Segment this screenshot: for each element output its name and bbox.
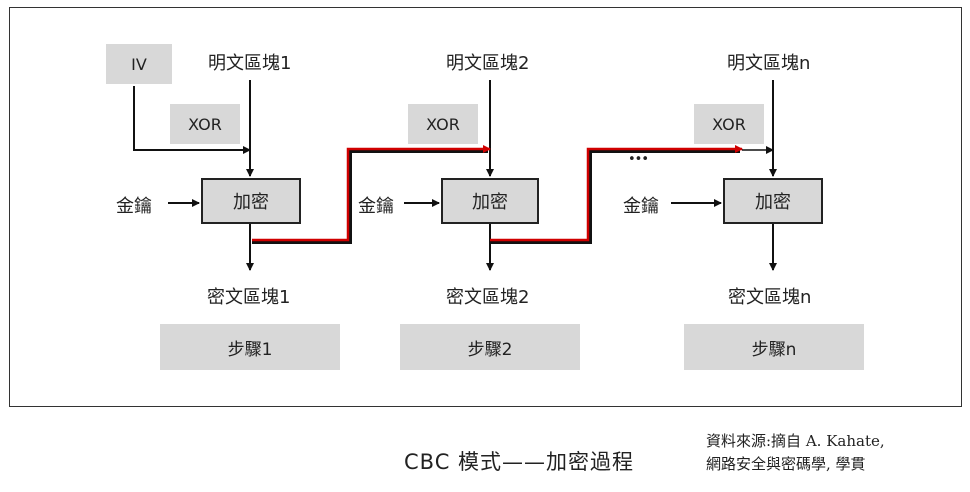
source-line-1: 資料來源:摘自 A. Kahate, — [706, 432, 885, 450]
encrypt-box-1: 加密 — [201, 178, 301, 224]
ciphertext-n-label: 密文區塊n — [728, 287, 812, 308]
encrypt-box-n: 加密 — [723, 178, 823, 224]
chain2-wire — [490, 145, 743, 242]
encrypt-2-label: 加密 — [472, 192, 508, 213]
chain1-shadow — [252, 149, 488, 244]
ciphertext-2-label: 密文區塊2 — [446, 287, 530, 308]
iv-label: IV — [131, 54, 147, 74]
iv-box: IV — [106, 44, 172, 84]
chain1-wire — [252, 145, 491, 242]
key-2-label: 金鑰 — [358, 196, 394, 217]
key-1-label: 金鑰 — [116, 196, 152, 217]
step-n-label: 步驟n — [751, 339, 797, 360]
step-1-label: 步驟1 — [227, 339, 273, 360]
encrypt-1-label: 加密 — [233, 192, 269, 213]
xor-box-n: XOR — [694, 104, 764, 144]
source-line-2: 網路安全與密碼學, 學貫 — [706, 455, 866, 473]
step-2-box: 步驟2 — [400, 324, 580, 370]
step-n-box: 步驟n — [684, 324, 864, 370]
xor-1-label: XOR — [188, 114, 222, 134]
encrypt-n-label: 加密 — [755, 192, 791, 213]
iv-wire — [133, 86, 251, 154]
key-n-label: 金鑰 — [623, 196, 659, 217]
step-1-box: 步驟1 — [160, 324, 340, 370]
xor-box-2: XOR — [408, 104, 478, 144]
chain2-shadow — [490, 149, 740, 244]
encrypt-box-2: 加密 — [441, 178, 539, 224]
source-note: 資料來源:摘自 A. Kahate, 網路安全與密碼學, 學貫 — [706, 430, 885, 476]
step-2-label: 步驟2 — [467, 339, 513, 360]
xor-box-1: XOR — [170, 104, 240, 144]
plaintext-n-label: 明文區塊n — [727, 53, 811, 74]
plaintext-1-label: 明文區塊1 — [208, 53, 292, 74]
plaintext-2-label: 明文區塊2 — [446, 53, 530, 74]
figure-caption: CBC 模式——加密過程 — [404, 450, 635, 474]
xor-n-label: XOR — [712, 114, 746, 134]
ellipsis: ••• — [628, 152, 649, 167]
xor-2-label: XOR — [426, 114, 460, 134]
ciphertext-1-label: 密文區塊1 — [207, 287, 291, 308]
